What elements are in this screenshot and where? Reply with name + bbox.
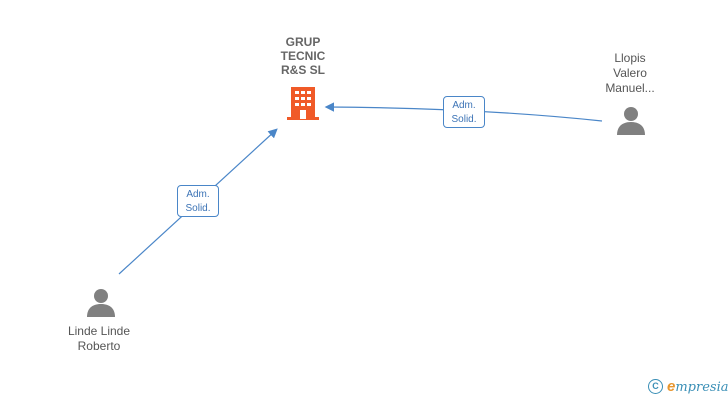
relation-label-linde[interactable]: Adm. Solid. (177, 185, 219, 217)
relation-label-llopis[interactable]: Adm. Solid. (443, 96, 485, 128)
copyright-icon: C (648, 379, 663, 394)
person-icon[interactable] (86, 288, 116, 318)
brand-logo: C empresia (648, 378, 728, 395)
person-name-linde[interactable]: Linde Linde Roberto (67, 324, 131, 353)
company-name[interactable]: GRUP TECNIC R&S SL (280, 35, 326, 77)
person-icon[interactable] (616, 106, 646, 136)
brand-initial: e (667, 378, 676, 395)
person-name-llopis[interactable]: Llopis Valero Manuel... (605, 51, 655, 95)
building-icon[interactable] (287, 85, 319, 121)
brand-name: mpresia (675, 380, 728, 395)
